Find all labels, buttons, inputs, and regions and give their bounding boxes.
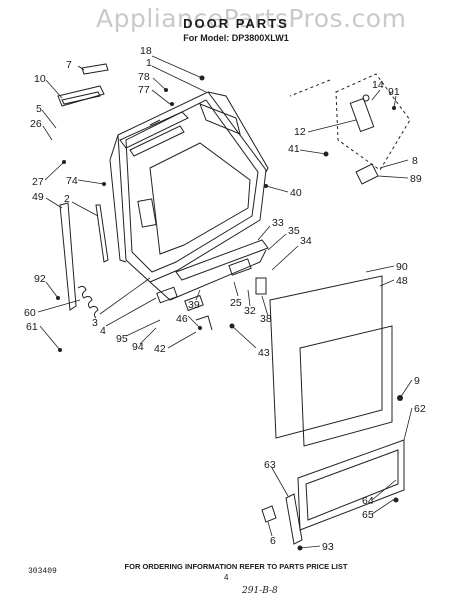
document-code: 303409	[28, 567, 57, 576]
callout-18: 18	[140, 45, 152, 57]
callout-1: 1	[146, 57, 152, 69]
callout-labels: 18 1 7 78 10 77 5 26 14 91 12 41 8 89 27…	[24, 45, 426, 553]
callout-4: 4	[100, 325, 106, 337]
site-watermark: AppliancePartsPros.com	[96, 4, 407, 33]
callout-93: 93	[322, 541, 334, 553]
callout-43: 43	[258, 347, 270, 359]
callout-94: 94	[132, 341, 144, 353]
callout-2: 2	[64, 193, 70, 205]
callout-6: 6	[270, 535, 276, 547]
left-side-rail	[59, 202, 77, 311]
callout-74: 74	[66, 175, 78, 187]
door-spring	[77, 285, 99, 319]
callout-63: 63	[264, 459, 276, 471]
ordering-note: FOR ORDERING INFORMATION REFER TO PARTS …	[124, 562, 348, 571]
retainer-clip	[261, 505, 277, 523]
callout-49: 49	[32, 191, 44, 203]
handwritten-reference: 291-B-8	[242, 586, 278, 596]
callout-8: 8	[412, 155, 418, 167]
callout-10: 10	[34, 73, 46, 85]
toe-panel	[297, 439, 405, 531]
callout-95: 95	[116, 333, 128, 345]
callout-3: 3	[92, 317, 98, 329]
callout-64: 64	[362, 495, 374, 507]
callout-40: 40	[290, 187, 302, 199]
callout-25: 25	[230, 297, 242, 309]
callout-46: 46	[176, 313, 188, 325]
callout-61: 61	[26, 321, 38, 333]
panel-bracket	[285, 493, 303, 545]
callout-5: 5	[36, 103, 42, 115]
callout-60: 60	[24, 307, 36, 319]
callout-39: 39	[188, 299, 200, 311]
callout-12: 12	[294, 126, 306, 138]
trim-strip	[81, 63, 109, 75]
diagram-title: DOOR PARTS	[183, 16, 289, 31]
inner-door-frame	[109, 91, 269, 301]
fasteners	[56, 75, 403, 551]
callout-7: 7	[66, 59, 72, 71]
outer-door-panel	[269, 275, 393, 447]
callout-42: 42	[154, 343, 166, 355]
leader-lines	[37, 55, 413, 549]
callout-65: 65	[362, 509, 374, 521]
hinge-parts	[156, 239, 269, 331]
callout-9: 9	[414, 375, 420, 387]
callout-62: 62	[414, 403, 426, 415]
callout-35: 35	[288, 225, 300, 237]
callout-91: 91	[388, 86, 400, 98]
callout-41: 41	[288, 143, 300, 155]
model-number: For Model: DP3800XLW1	[183, 33, 289, 43]
callout-92: 92	[34, 273, 46, 285]
door-gasket-strip	[95, 204, 109, 263]
latch-assembly	[289, 73, 411, 185]
callout-38: 38	[260, 313, 272, 325]
callout-89: 89	[410, 173, 422, 185]
door-handle	[57, 85, 105, 107]
vent-assembly	[119, 111, 189, 157]
callout-32: 32	[244, 305, 256, 317]
callout-33: 33	[272, 217, 284, 229]
callout-26: 26	[30, 118, 42, 130]
page-number: 4	[224, 573, 229, 582]
callout-14: 14	[372, 79, 384, 91]
callout-27: 27	[32, 176, 44, 188]
callout-48: 48	[396, 275, 408, 287]
callout-90: 90	[396, 261, 408, 273]
callout-34: 34	[300, 235, 312, 247]
callout-77: 77	[138, 84, 150, 96]
callout-78: 78	[138, 71, 150, 83]
